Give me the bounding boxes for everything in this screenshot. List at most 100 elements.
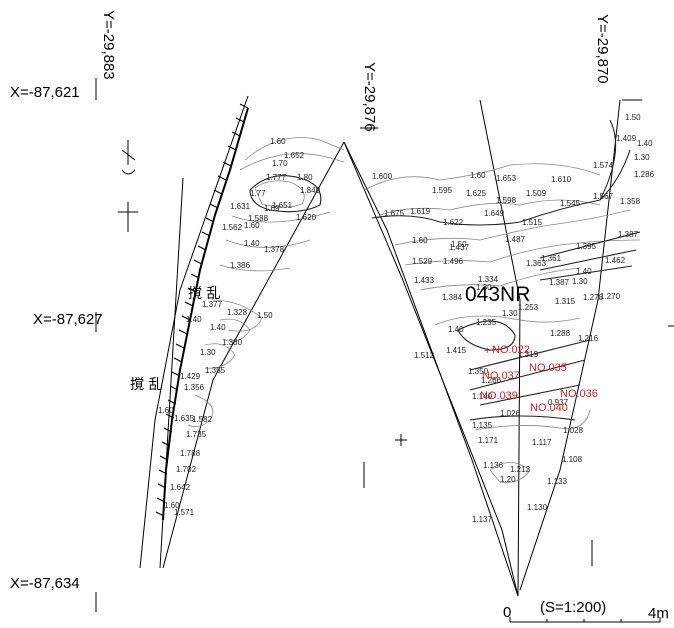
elev-label: 1.437 [449,243,470,252]
survey-point-label: NO.036 [560,388,598,400]
elev-label: 1.30 [200,348,216,357]
elev-label: 1.574 [593,161,614,170]
elev-label: 1.840 [300,186,321,195]
elev-label: 1.635 [174,414,195,423]
elev-label: 1.137 [472,515,493,524]
grid-x-label: X=-87,634 [10,575,80,592]
elev-label: 1.509 [526,189,547,198]
elev-label: 1.350 [468,367,489,376]
elev-label: 1.545 [560,199,581,208]
elevations-left: 1.60 1.652 1.70 1.777 1.80 1.840 1.77 1.… [158,137,321,517]
elev-label: 1.496 [443,257,464,266]
elev-label: 1.622 [443,218,464,227]
elev-label: 0.937 [548,398,569,407]
elev-label: 1.133 [547,477,568,486]
elev-label: 1.40 [210,323,226,332]
elevations-right: 1.600 1.675 1.619 1.595 1.60 1.625 1.653… [372,113,655,524]
elev-label: 1.378 [264,245,285,254]
elev-label: 1.567 [593,192,614,201]
elev-label: 1.77 [250,189,266,198]
elev-label: 1.315 [555,297,576,306]
elev-label: 1.286 [634,170,655,179]
elev-label: 1.631 [230,202,251,211]
elev-label: 1.30 [634,153,650,162]
elev-label: 1.512 [414,351,435,360]
elev-label: 1.026 [500,409,521,418]
elev-label: 1.60 [412,236,428,245]
elev-label: 1.40 [576,267,592,276]
elev-label: 1.619 [410,207,431,216]
elev-label: 1.40 [637,139,653,148]
elev-label: 1.595 [432,186,453,195]
scale-ratio: (S=1:200) [540,599,606,616]
feature-label: 043NR [465,283,530,306]
elev-label: 1.355 [205,366,226,375]
elev-label: 1.60 [164,501,180,510]
grid-x-label: X=-87,621 [10,84,80,101]
elev-label: 1.387 [549,278,570,287]
grid-x-label: X=-87,627 [33,311,103,328]
grid-y-label: Y=-29,870 [594,14,611,84]
elev-label: 1.395 [576,242,597,251]
elev-label: 1.651 [272,201,293,210]
elev-label: 1.50 [257,311,273,320]
survey-point-label: NO.035 [529,362,567,374]
elev-label: 1.384 [442,293,463,302]
elev-label: 1.117 [532,438,552,447]
grid-y-label: Y=-29,883 [100,10,117,80]
elev-label: 1.30 [502,309,518,318]
elev-label: 1.136 [483,461,504,470]
survey-point-label: NO.022 [492,344,530,356]
grid-marks [95,78,674,612]
elev-label: 1.515 [522,218,543,227]
elev-label: 1.70 [272,159,288,168]
elev-label: 1.462 [605,256,626,265]
scale-zero: 0 [503,604,511,621]
elev-label: 1.409 [616,134,637,143]
contours-right [364,119,641,483]
elev-label: 1.642 [170,483,191,492]
elev-label: 1.620 [296,213,317,222]
elev-label: 1.334 [478,275,499,284]
elev-label: 1.69 [264,204,280,213]
scale-bar: 0 (S=1:200) 4m [503,599,669,623]
elev-label: 1.702 [176,465,197,474]
elev-label: 1.358 [620,197,641,206]
elev-label: 1.216 [578,334,599,343]
elev-label: 1.60 [158,406,174,415]
survey-point-label: NO.040 [530,402,568,414]
survey-point-marker: + [484,345,490,357]
elev-label: 1.529 [412,257,433,266]
elev-label: 1.429 [180,372,201,381]
elev-label: 1.386 [230,261,251,270]
elev-label: 1.649 [484,209,505,218]
elev-label: 1.270 [600,292,621,301]
disturbance-label: 撹 乱 [130,377,162,393]
elev-label: 1.40 [448,325,464,334]
elev-label: 1.598 [496,196,517,205]
elev-label: 1.171 [478,436,499,445]
elev-label: 1.108 [562,455,583,464]
elev-label: 1.30 [476,283,492,292]
survey-points: + NO.022 NO.037 NO.035 NO.039 NO.036 NO.… [480,344,598,414]
contours-left [187,137,345,428]
elev-label: 1.735 [186,430,207,439]
elev-label: 1.40 [244,239,260,248]
elev-label: 1.50 [451,240,467,249]
trench-outline [139,95,621,597]
elev-label: 1.135 [472,421,493,430]
elev-label: 1.212 [510,465,531,474]
elev-label: 1.288 [550,329,571,338]
elev-label: 1.777 [266,173,287,182]
elev-label: 1.130 [527,503,548,512]
elev-label: 1.582 [192,415,213,424]
elev-label: 1.562 [222,223,243,232]
elev-label: 1.433 [414,276,435,285]
elev-label: 1.377 [202,300,223,309]
elev-label: 1.675 [384,209,405,218]
elev-label: 1.361 [541,254,562,263]
elev-label: 1.60 [470,171,486,180]
elev-label: 1.140 [472,392,493,401]
elev-label: 1.356 [184,383,205,392]
